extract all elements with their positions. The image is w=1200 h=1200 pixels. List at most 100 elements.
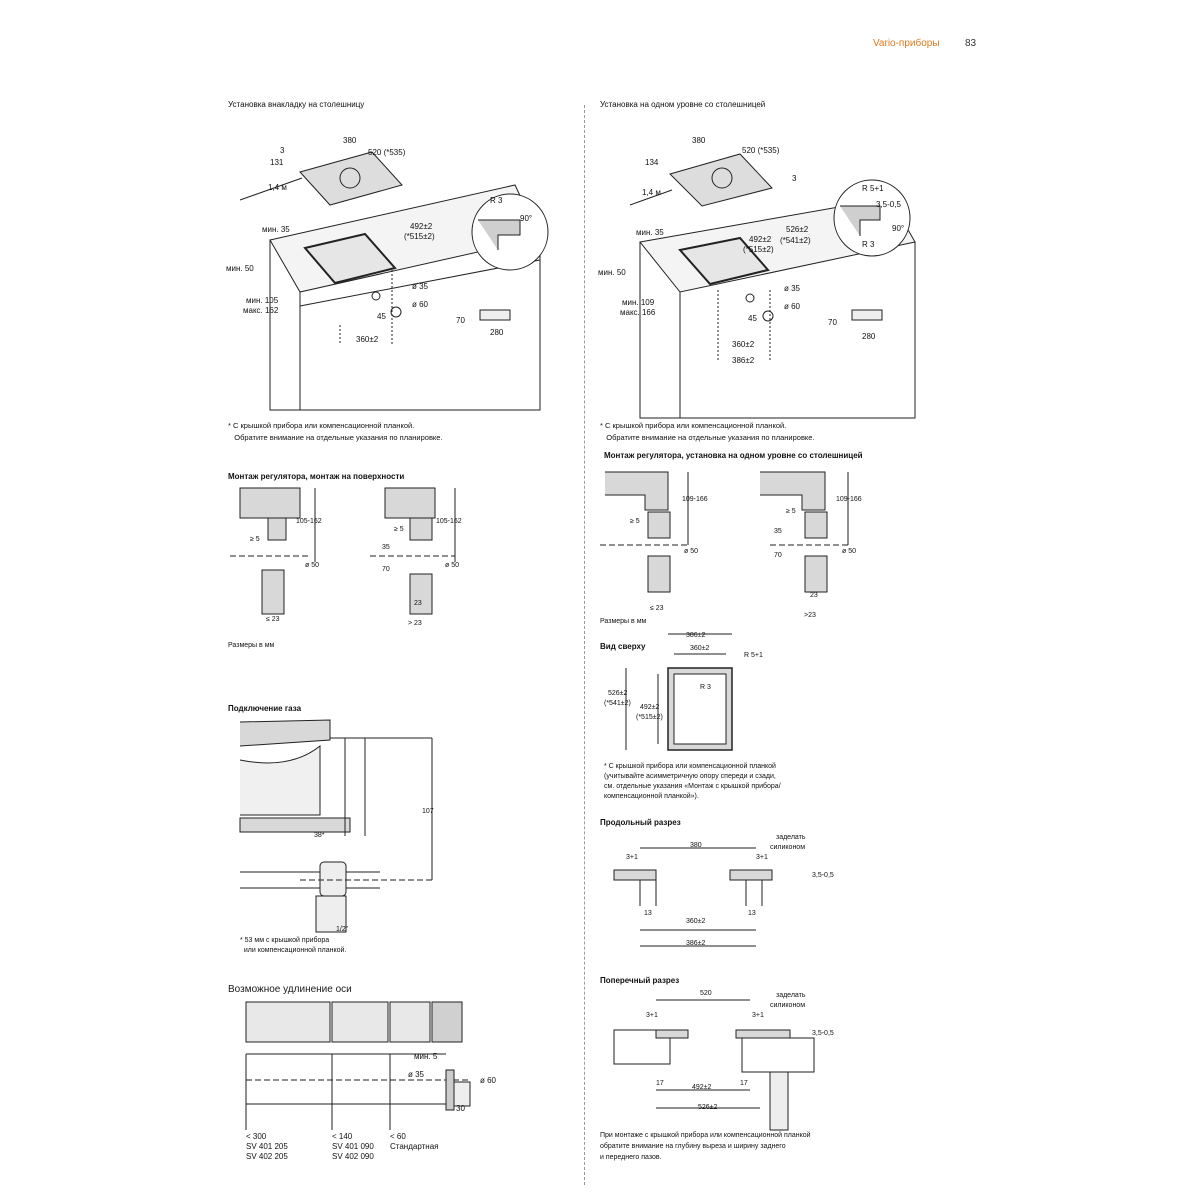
freg-dim-d50b: ø 50 [842, 548, 857, 555]
flush-install-title: Установка на одном уровне со столешницей [600, 100, 766, 109]
flush-note-2: Обратите внимание на отдельные указания … [600, 433, 815, 442]
flush-note-1: * С крышкой прибора или компенсационной … [600, 421, 787, 430]
dim-70: 70 [456, 316, 465, 325]
reg-dim-d50b: ø 50 [445, 562, 460, 569]
regulator-flush-drawing [600, 471, 850, 593]
axis-extension-drawing [245, 1001, 471, 1130]
f-dim-134: 134 [645, 158, 659, 167]
ts-dim-17a: 17 [656, 1080, 664, 1087]
gas-dim-107: 107 [422, 808, 434, 815]
longitudinal-section-title: Продольный разрез [600, 818, 681, 827]
ts-seal-2: силиконом [770, 1002, 806, 1009]
dim-3: 3 [280, 146, 285, 155]
dim-131: 131 [270, 158, 284, 167]
page-number: 83 [965, 38, 977, 49]
f-dim-515: (*515±2) [743, 245, 774, 254]
transverse-section-drawing [613, 999, 815, 1131]
ls-dim-13a: 13 [644, 910, 652, 917]
reg-dim-105b: 105-162 [436, 518, 462, 525]
gas-connection-drawing [239, 719, 433, 933]
dim-min50: мин. 50 [226, 264, 254, 273]
freg-dim-70: 70 [774, 552, 782, 559]
ls-seal-2: силиконом [770, 844, 806, 851]
ts-dim-526: 526±2 [698, 1104, 718, 1111]
f-dim-r5: R 5+1 [862, 184, 884, 193]
ls-dim-386: 386±2 [686, 940, 706, 947]
reg-dim-le23: ≤ 23 [266, 616, 280, 623]
f-dim-360: 360±2 [732, 340, 755, 349]
ts-dim-35: 3,5-0,5 [812, 1030, 834, 1037]
dim-520: 520 (*535) [368, 148, 406, 157]
dim-d35: ø 35 [412, 282, 429, 291]
regulator-surface-drawing [230, 487, 456, 615]
f-dim-380: 380 [692, 136, 706, 145]
reg-dim-35: 35 [382, 544, 390, 551]
regulator-surface-title: Монтаж регулятора, монтаж на поверхности [228, 472, 405, 481]
axis-extension-title: Возможное удлинение оси [228, 984, 352, 995]
f-dim-min35: мин. 35 [636, 228, 664, 237]
tv-dim-541: (*541±2) [604, 700, 631, 707]
top-view-drawing [625, 633, 733, 751]
f-dim-541: (*541±2) [780, 236, 811, 245]
ls-dim-13b: 13 [748, 910, 756, 917]
tv-dim-492: 492±2 [640, 704, 660, 711]
f-dim-d60: ø 60 [784, 302, 801, 311]
ts-dim-3b: 3+1 [752, 1012, 764, 1019]
reg-dim-d50: ø 50 [305, 562, 320, 569]
overlay-install-title: Установка внакладку на столешницу [228, 100, 365, 109]
freg-dim-ge5: ≥ 5 [630, 518, 640, 525]
f-dim-386: 386±2 [732, 356, 755, 365]
gas-dim-38: 38* [314, 832, 325, 839]
transverse-note: При монтаже с крышкой прибора или компен… [600, 1132, 811, 1161]
axis-dim-min5: мин. 5 [414, 1052, 438, 1061]
f-dim-3: 3 [792, 174, 797, 183]
ts-dim-492: 492±2 [692, 1084, 712, 1091]
dim-d60: ø 60 [412, 300, 429, 309]
dim-492: 492±2 [410, 222, 433, 231]
top-view-title: Вид сверху [600, 642, 646, 651]
f-dim-max166: макс. 166 [620, 308, 656, 317]
left-units-note: Размеры в мм [228, 642, 275, 649]
reg-dim-105: 105-162 [296, 518, 322, 525]
freg-dim-109b: 109-166 [836, 496, 862, 503]
axis-dim-d60: ø 60 [480, 1076, 497, 1085]
gas-connection-title: Подключение газа [228, 704, 302, 713]
dim-360: 360±2 [356, 335, 379, 344]
tv-dim-515: (*515±2) [636, 714, 663, 721]
freg-dim-ge5b: ≥ 5 [786, 508, 796, 515]
freg-dim-35: 35 [774, 528, 782, 535]
dim-min35: мин. 35 [262, 225, 290, 234]
f-dim-90: 90° [892, 224, 905, 233]
gas-note-1: * 53 мм с крышкой прибора [240, 937, 330, 944]
f-dim-492: 492±2 [749, 235, 772, 244]
overlay-note-2: Обратите внимание на отдельные указания … [228, 433, 443, 442]
ts-dim-3a: 3+1 [646, 1012, 658, 1019]
flush-installation-drawing [629, 153, 916, 419]
ls-dim-3b: 3+1 [756, 854, 768, 861]
transverse-section-title: Поперечный разрез [600, 976, 680, 985]
dim-min105: мин. 105 [246, 296, 279, 305]
reg-dim-ge5: ≥ 5 [250, 536, 260, 543]
dim-280: 280 [490, 328, 504, 337]
overlay-installation-drawing [239, 151, 549, 411]
freg-dim-d50: ø 50 [684, 548, 699, 555]
ts-dim-17b: 17 [740, 1080, 748, 1087]
f-dim-d35: ø 35 [784, 284, 801, 293]
f-dim-min50: мин. 50 [598, 268, 626, 277]
overlay-note-1: * С крышкой прибора или компенсационной … [228, 421, 415, 430]
tv-dim-526: 526±2 [608, 690, 628, 697]
f-dim-min109: мин. 109 [622, 298, 655, 307]
ts-dim-520: 520 [700, 990, 712, 997]
ls-dim-360: 360±2 [686, 918, 706, 925]
f-dim-280: 280 [862, 332, 876, 341]
tv-dim-r3: R 3 [700, 684, 711, 691]
f-dim-45: 45 [748, 314, 757, 323]
reg-dim-ge5b: ≥ 5 [394, 526, 404, 533]
ls-dim-3a: 3+1 [626, 854, 638, 861]
tv-dim-360: 360±2 [690, 645, 710, 652]
f-dim-70: 70 [828, 318, 837, 327]
header-brand: Vario-приборы [873, 38, 940, 49]
axis-dim-d35: ø 35 [408, 1070, 425, 1079]
dim-90: 90° [520, 214, 533, 223]
